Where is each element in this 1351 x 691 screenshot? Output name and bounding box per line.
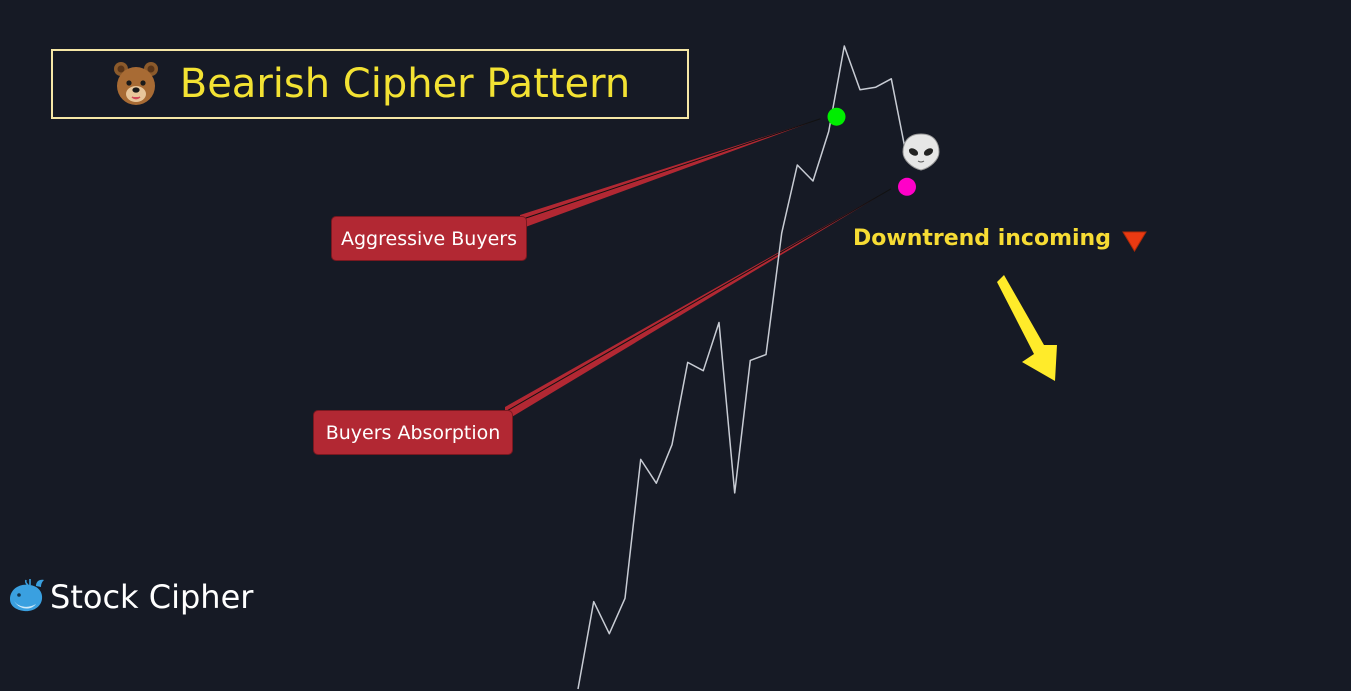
red-down-triangle-icon [1122,231,1147,252]
yellow-down-arrow-icon [997,275,1057,381]
callout-buyers-absorption: Buyers Absorption [313,410,513,455]
callout-leader [520,118,821,229]
callout-leaders [504,118,892,421]
callout-leader [505,188,891,421]
downtrend-label: Downtrend incoming [853,226,1111,251]
bear-face-icon [113,62,158,105]
callout-leader-edge [504,188,892,413]
brand-name: Stock Cipher [50,578,254,616]
green-signal-dot [827,107,846,126]
price-line [577,45,908,690]
brand: Stock Cipher [6,577,253,617]
callout-aggressive-buyers: Aggressive Buyers [331,216,527,261]
title-box: Bearish Cipher Pattern [51,49,689,119]
callout-leader-edge [519,118,821,221]
magenta-signal-dot [898,177,916,196]
alien-icon [902,133,940,171]
whale-icon [10,578,44,612]
chart-title: Bearish Cipher Pattern [179,61,631,107]
signal-markers [827,107,916,196]
